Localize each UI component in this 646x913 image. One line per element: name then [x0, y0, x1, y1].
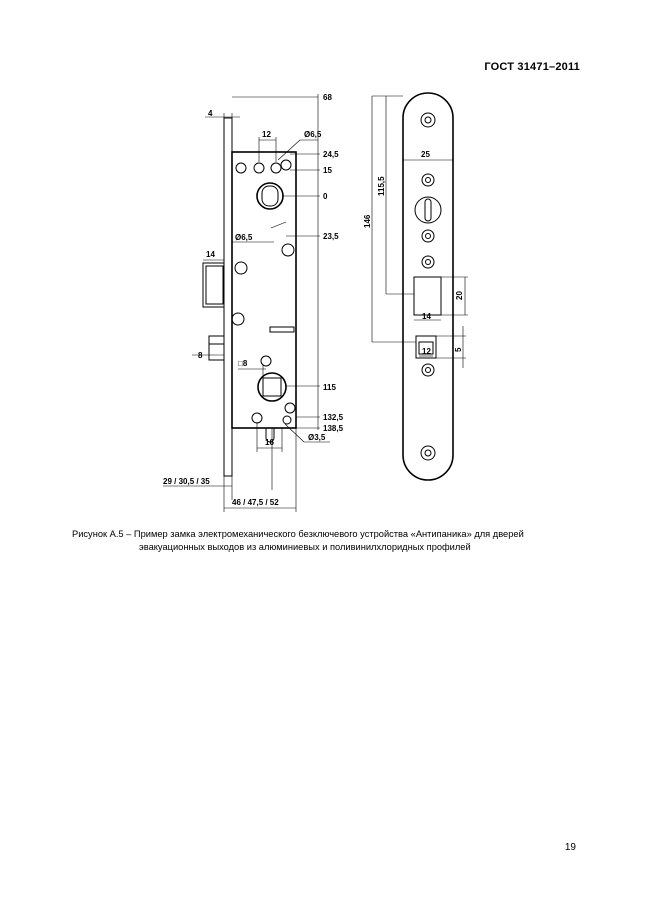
- dim-1325: 132,5: [323, 413, 344, 422]
- dim-12-top: 12: [262, 130, 271, 139]
- dim-width: 46 / 47,5 / 52: [232, 498, 279, 507]
- dim-16: 16: [265, 438, 274, 447]
- dim-20: 20: [455, 291, 464, 300]
- dim-1385: 138,5: [323, 424, 344, 433]
- caption-line-1: Рисунок А.5 – Пример замка электромехани…: [72, 529, 524, 539]
- dim-14-right: 14: [422, 312, 431, 321]
- dim-68: 68: [323, 93, 332, 102]
- dim-phi65: Ø6,5: [235, 233, 253, 242]
- dim-5: 5: [454, 347, 463, 352]
- dim-245: 24,5: [323, 150, 339, 159]
- standard-header: ГОСТ 31471–2011: [484, 61, 580, 73]
- dim-15: 15: [323, 166, 332, 175]
- dim-4: 4: [208, 109, 213, 118]
- dim-12-right: 12: [422, 347, 431, 356]
- dim-8: 8: [198, 351, 203, 360]
- dim-1155: 115,5: [377, 176, 386, 196]
- dim-235: 23,5: [323, 232, 339, 241]
- figure-caption: Рисунок А.5 – Пример замка электромехани…: [72, 528, 592, 554]
- dim-14-left: 14: [206, 250, 215, 259]
- strike-plate-view: [371, 92, 468, 481]
- caption-line-2: эвакуационных выходов из алюминиевых и п…: [139, 542, 471, 552]
- dim-146: 146: [363, 214, 372, 228]
- lock-body-view: [163, 94, 330, 512]
- dim-sq8: □8: [238, 359, 248, 368]
- dim-backset: 29 / 30,5 / 35: [163, 477, 210, 486]
- dim-phi35: Ø3,5: [308, 433, 326, 442]
- dim-0: 0: [323, 192, 328, 201]
- dim-phi65-top: Ø6,5: [304, 130, 322, 139]
- dim-25: 25: [421, 150, 430, 159]
- page-number: 19: [564, 842, 576, 853]
- dim-115: 115: [323, 383, 336, 392]
